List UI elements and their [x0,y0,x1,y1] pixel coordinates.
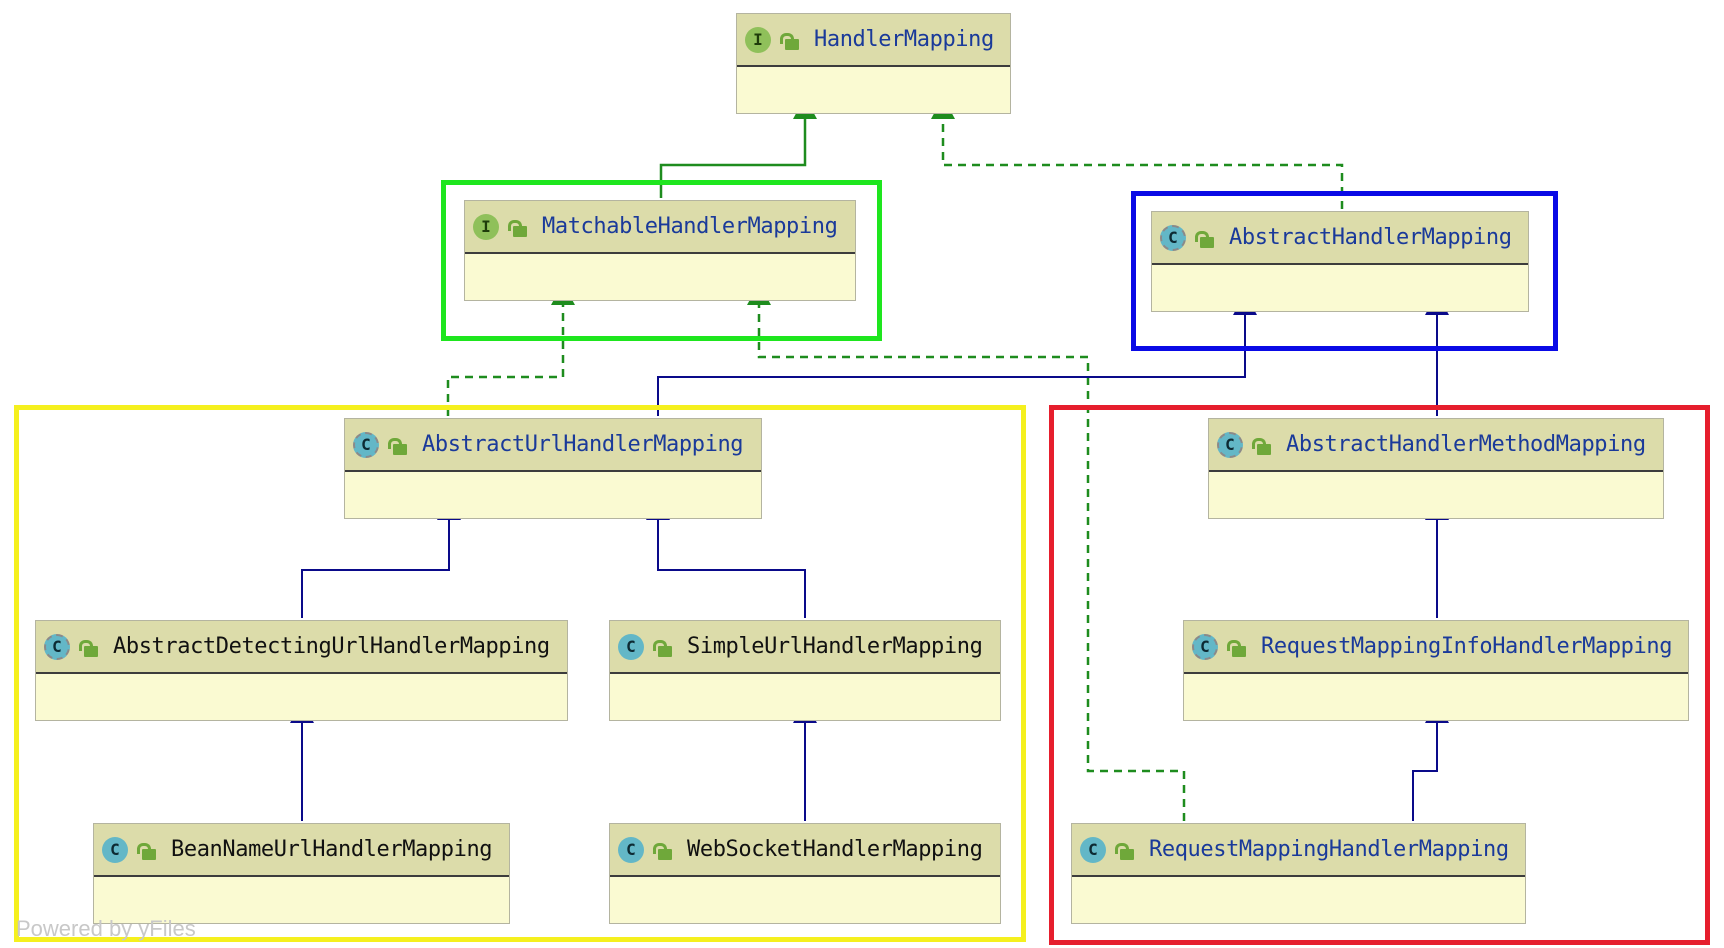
abstract-class-icon: C [353,431,379,458]
public-lock-icon [1115,840,1135,860]
public-lock-icon [508,217,528,237]
class-name: BeanNameUrlHandlerMapping [171,837,493,862]
interface-icon: I [473,213,499,240]
public-lock-icon [780,30,800,50]
class-node-header: C SimpleUrlHandlerMapping [610,621,1000,674]
class-node-header: C RequestMappingInfoHandlerMapping [1184,621,1688,674]
class-node-request-mapping-info-handler-mapping[interactable]: C RequestMappingInfoHandlerMapping [1183,620,1689,721]
class-node-abstract-handler-method-mapping[interactable]: C AbstractHandlerMethodMapping [1208,418,1664,519]
public-lock-icon [1195,228,1215,248]
yfiles-watermark: Powered by yFiles [16,916,196,941]
public-lock-icon [79,637,99,657]
class-name: HandlerMapping [814,27,994,52]
public-lock-icon [1252,435,1272,455]
class-name: WebSocketHandlerMapping [687,837,983,862]
interface-icon: I [745,26,771,53]
edge-requestmappinghandler-to-requestmappinginfo [1412,701,1449,821]
public-lock-icon [1227,637,1247,657]
class-name: RequestMappingHandlerMapping [1149,837,1509,862]
group-green [441,180,882,341]
class-name: RequestMappingInfoHandlerMapping [1261,634,1673,659]
class-node-header: I MatchableHandlerMapping [465,201,855,254]
group-yellow [14,405,1026,942]
class-icon: C [102,836,128,863]
edge-simpleurl-to-abstracturl [646,498,806,618]
public-lock-icon [388,435,408,455]
public-lock-icon [653,637,673,657]
edge-abstracturl-to-matchable [446,283,575,416]
group-blue [1131,191,1558,351]
edge-abstractdetecting-to-abstracturl [301,498,461,618]
class-node-header: C AbstractHandlerMethodMapping [1209,419,1663,472]
public-lock-icon [653,840,673,860]
class-node-abstract-url-handler-mapping[interactable]: C AbstractUrlHandlerMapping [344,418,762,519]
class-node-header: C AbstractUrlHandlerMapping [345,419,761,472]
abstract-class-icon: C [1192,633,1218,660]
edge-abstracturl-to-abstracthandler [657,293,1257,416]
class-node-handler-mapping[interactable]: I HandlerMapping [736,13,1011,114]
class-icon: C [618,633,644,660]
abstract-class-icon: C [1160,224,1186,251]
public-lock-icon [137,840,157,860]
edge-abstracthandlermapping-to-handlermapping [931,97,1344,209]
class-node-header: C WebSocketHandlerMapping [610,824,1000,877]
group-red [1049,405,1710,945]
class-node-header: C RequestMappingHandlerMapping [1072,824,1525,877]
class-icon: C [618,836,644,863]
class-name: AbstractHandlerMethodMapping [1286,432,1646,457]
class-node-simple-url-handler-mapping[interactable]: C SimpleUrlHandlerMapping [609,620,1001,721]
edge-requestmappinghandler-to-matchable [747,283,1186,821]
class-name: MatchableHandlerMapping [542,214,838,239]
class-name: SimpleUrlHandlerMapping [687,634,983,659]
class-name: AbstractDetectingUrlHandlerMapping [113,634,550,659]
abstract-class-icon: C [1217,431,1243,458]
class-name: AbstractHandlerMapping [1229,225,1512,250]
class-node-abstract-detecting-url-handler-mapping[interactable]: C AbstractDetectingUrlHandlerMapping [35,620,568,721]
class-node-bean-name-url-handler-mapping[interactable]: C BeanNameUrlHandlerMapping [93,823,510,924]
class-node-abstract-handler-mapping[interactable]: C AbstractHandlerMapping [1151,211,1529,312]
class-node-header: C BeanNameUrlHandlerMapping [94,824,509,877]
class-name: AbstractUrlHandlerMapping [422,432,744,457]
class-node-header: C AbstractHandlerMapping [1152,212,1528,265]
abstract-class-icon: C [44,633,70,660]
class-node-matchable-handler-mapping[interactable]: I MatchableHandlerMapping [464,200,856,301]
class-node-header: C AbstractDetectingUrlHandlerMapping [36,621,567,674]
class-node-web-socket-handler-mapping[interactable]: C WebSocketHandlerMapping [609,823,1001,924]
class-node-request-mapping-handler-mapping[interactable]: C RequestMappingHandlerMapping [1071,823,1526,924]
class-icon: C [1080,836,1106,863]
class-node-header: I HandlerMapping [737,14,1010,67]
